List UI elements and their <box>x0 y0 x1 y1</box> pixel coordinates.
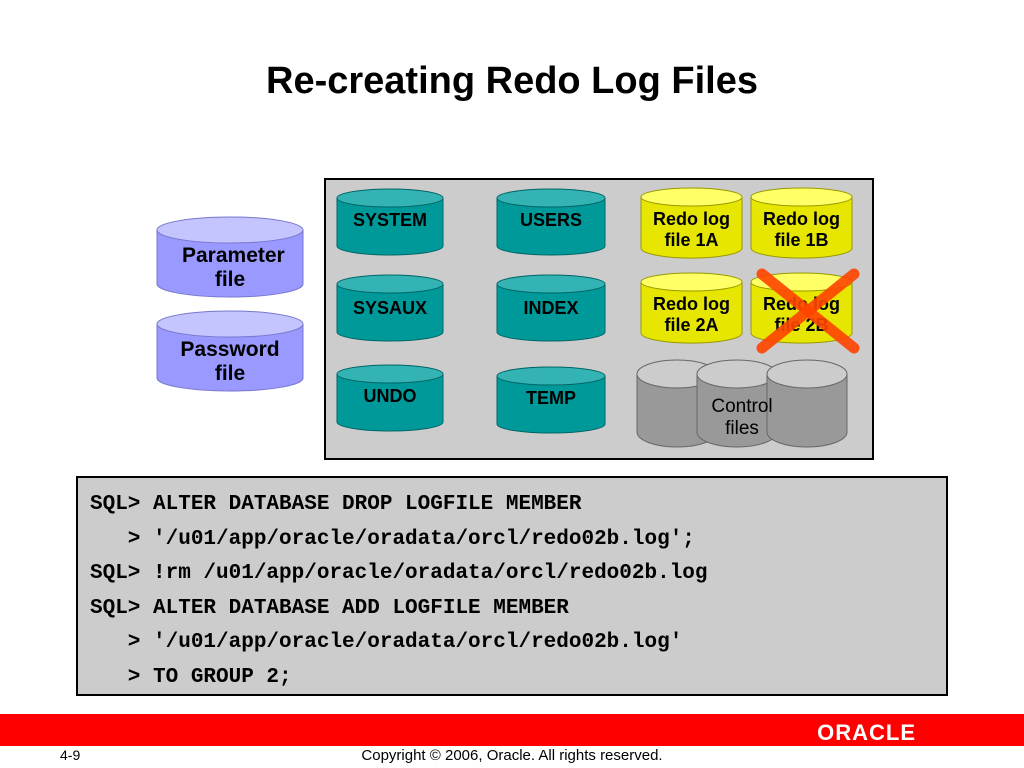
control-files-cylinders: Control files <box>636 358 848 448</box>
redo-log-file-1b-cylinder: Redo log file 1B <box>750 187 853 259</box>
cylinder-icon <box>750 187 853 259</box>
password-file-label: Password file <box>180 338 280 386</box>
cylinder-icon <box>496 188 606 256</box>
redo-log-file-1b-label: Redo log file 1B <box>763 209 840 250</box>
delete-cross-icon <box>756 268 860 354</box>
cylinder-icon <box>496 274 606 342</box>
code-line: SQL> ALTER DATABASE ADD LOGFILE MEMBER <box>90 596 569 620</box>
sql-code-box: SQL> ALTER DATABASE DROP LOGFILE MEMBER … <box>76 476 948 696</box>
cylinder-icon <box>156 310 304 392</box>
footer-bar <box>0 714 1024 746</box>
cylinder-icon <box>496 366 606 434</box>
parameter-file-cylinder: Parameter file <box>156 216 304 298</box>
system-label: SYSTEM <box>352 210 427 230</box>
cylinder-icon <box>640 272 743 344</box>
page-number: 4-9 <box>60 747 81 763</box>
code-line: SQL> ALTER DATABASE DROP LOGFILE MEMBER <box>90 493 582 516</box>
code-line: > '/u01/app/oracle/oradata/orcl/redo02b.… <box>90 631 683 654</box>
undo-label: UNDO <box>363 386 417 406</box>
code-line: > '/u01/app/oracle/oradata/orcl/redo02b.… <box>90 527 695 551</box>
copyright-text: Copyright © 2006, Oracle. All rights res… <box>361 747 663 764</box>
cylinder-icon <box>640 187 743 259</box>
code-line: > TO GROUP 2; <box>90 665 292 689</box>
temp-cylinder: TEMP <box>496 366 606 434</box>
redo-log-file-2a-cylinder: Redo log file 2A <box>640 272 743 344</box>
cylinder-icon <box>336 274 444 342</box>
password-file-cylinder: Password file <box>156 310 304 392</box>
code-line: SQL> !rm /u01/app/oracle/oradata/orcl/re… <box>90 562 708 585</box>
index-cylinder: INDEX <box>496 274 606 342</box>
sysaux-cylinder: SYSAUX <box>336 274 444 342</box>
index-label: INDEX <box>523 298 579 318</box>
temp-label: TEMP <box>525 388 576 408</box>
parameter-file-label: Parameter file <box>182 244 285 292</box>
cylinder-icon <box>336 364 444 432</box>
cylinder-icon <box>156 216 304 298</box>
users-label: USERS <box>519 210 582 230</box>
cylinder-icon <box>336 188 444 256</box>
cylinder-group-icon <box>636 359 848 448</box>
redo-log-file-1a-cylinder: Redo log file 1A <box>640 187 743 259</box>
redo-log-file-2a-label: Redo log file 2A <box>653 294 730 335</box>
users-cylinder: USERS <box>496 188 606 256</box>
redo-log-file-1a-label: Redo log file 1A <box>653 209 730 250</box>
sysaux-label: SYSAUX <box>352 298 428 318</box>
slide-title: Re-creating Redo Log Files <box>266 60 758 102</box>
oracle-logo: ORACLE <box>817 720 916 745</box>
undo-cylinder: UNDO <box>336 364 444 432</box>
control-files-label: Control files <box>711 396 773 439</box>
system-cylinder: SYSTEM <box>336 188 444 256</box>
